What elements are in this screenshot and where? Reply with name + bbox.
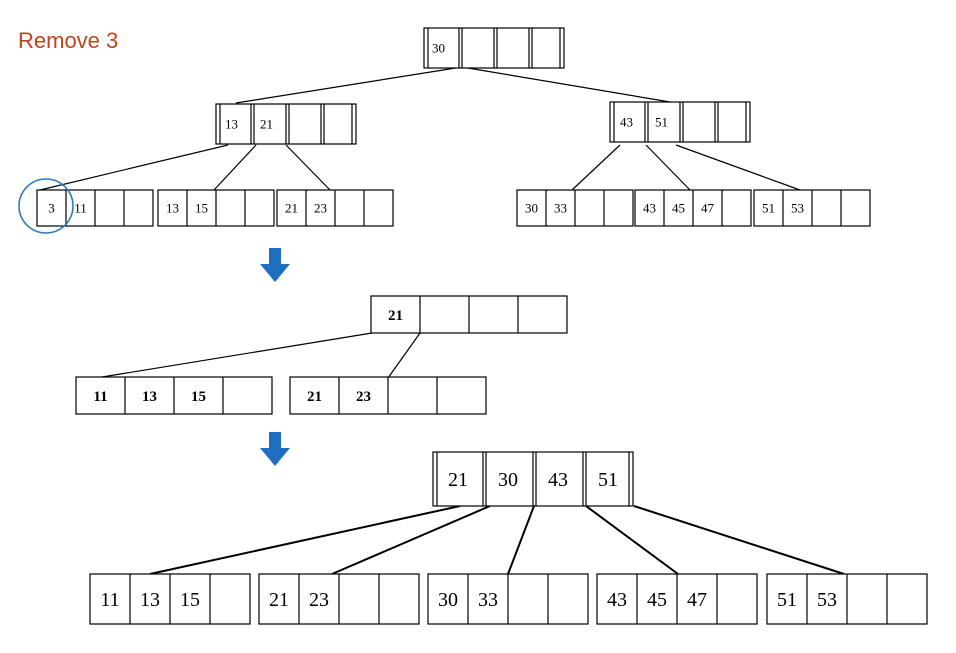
edge-right-p1 — [645, 144, 691, 191]
node-key: 23 — [314, 201, 327, 216]
node-key: 21 — [388, 308, 403, 324]
edge-right-p2 — [675, 144, 801, 191]
bottom-leaf-node: 21 23 — [258, 573, 420, 625]
node-key: 51 — [762, 201, 775, 216]
node-key: 43 — [643, 201, 656, 216]
node-key: 13 — [140, 589, 160, 611]
node-key: 11 — [100, 589, 119, 611]
top-leaf-node: 3 11 — [36, 189, 154, 227]
node-key: 30 — [438, 589, 458, 611]
bottom-leaf-node: 11 13 15 — [89, 573, 251, 625]
node-key: 15 — [180, 589, 200, 611]
arrow-shaft — [269, 432, 281, 450]
node-key: 11 — [74, 201, 87, 216]
node-key: 53 — [791, 201, 804, 216]
bottom-leaf-node: 51 53 — [766, 573, 928, 625]
node-key: 30 — [432, 41, 445, 56]
edge-root-to-left — [235, 66, 463, 104]
edge-bottom-p1 — [331, 505, 491, 575]
node-key: 21 — [269, 589, 289, 611]
node-key: 13 — [166, 201, 179, 216]
node-key: 21 — [307, 389, 322, 405]
edge-left-p2 — [285, 144, 331, 191]
node-key: 30 — [525, 201, 538, 216]
edge-bottom-p2 — [507, 505, 535, 575]
node-key: 21 — [448, 469, 468, 491]
down-arrow-icon — [260, 248, 290, 282]
bottom-leaf-node: 43 45 47 — [596, 573, 758, 625]
arrow-shaft — [269, 248, 281, 266]
top-leaf-node: 21 23 — [276, 189, 394, 227]
edge-bottom-p0 — [149, 505, 461, 575]
top-leaf-node: 43 45 47 — [634, 189, 752, 227]
down-arrow-icon — [260, 432, 290, 466]
node-key: 33 — [554, 201, 567, 216]
edge-mid-p1 — [387, 332, 421, 379]
node-key: 13 — [225, 117, 238, 132]
top-leaf-node: 30 33 — [516, 189, 634, 227]
node-key: 30 — [498, 469, 518, 491]
slide-title: Remove 3 — [18, 28, 119, 53]
top-internal-left-node: 13 21 — [215, 103, 357, 145]
node-key: 47 — [701, 201, 715, 216]
top-leaf-node: 51 53 — [753, 189, 871, 227]
top-root-node: 30 — [423, 27, 565, 69]
node-key: 43 — [620, 115, 633, 130]
node-key: 21 — [260, 117, 273, 132]
bottom-leaf-node: 30 33 — [427, 573, 589, 625]
middle-leaf-node: 21 23 — [289, 376, 487, 415]
edge-right-p0 — [571, 144, 621, 191]
top-leaf-node: 13 15 — [157, 189, 275, 227]
node-key: 23 — [356, 389, 371, 405]
node-key: 33 — [478, 589, 498, 611]
edge-left-p0 — [39, 144, 229, 191]
edge-root-to-right — [461, 66, 677, 104]
edge-mid-p0 — [95, 332, 373, 379]
node-key: 3 — [48, 201, 55, 216]
node-key: 51 — [598, 469, 618, 491]
highlight-circle — [18, 178, 74, 234]
node-key: 11 — [93, 389, 107, 405]
node-key: 51 — [777, 589, 797, 611]
node-key: 23 — [309, 589, 329, 611]
edge-left-p1 — [213, 144, 257, 191]
arrow-head — [260, 448, 290, 466]
middle-leaf-node: 11 13 15 — [75, 376, 273, 415]
node-key: 43 — [607, 589, 627, 611]
top-internal-right-node: 43 51 — [609, 101, 751, 143]
node-key: 15 — [195, 201, 208, 216]
middle-node: 21 — [370, 295, 568, 334]
node-key: 43 — [548, 469, 568, 491]
node-key: 47 — [687, 589, 707, 611]
node-key: 45 — [672, 201, 685, 216]
edge-bottom-p4 — [633, 505, 845, 575]
node-key: 45 — [647, 589, 667, 611]
bottom-root-node: 21 30 43 51 — [432, 451, 634, 507]
arrow-head — [260, 264, 290, 282]
node-key: 53 — [817, 589, 837, 611]
node-key: 51 — [655, 115, 668, 130]
node-key: 15 — [191, 389, 206, 405]
node-key: 13 — [142, 389, 157, 405]
edge-bottom-p3 — [585, 505, 679, 575]
node-key: 21 — [285, 201, 298, 216]
